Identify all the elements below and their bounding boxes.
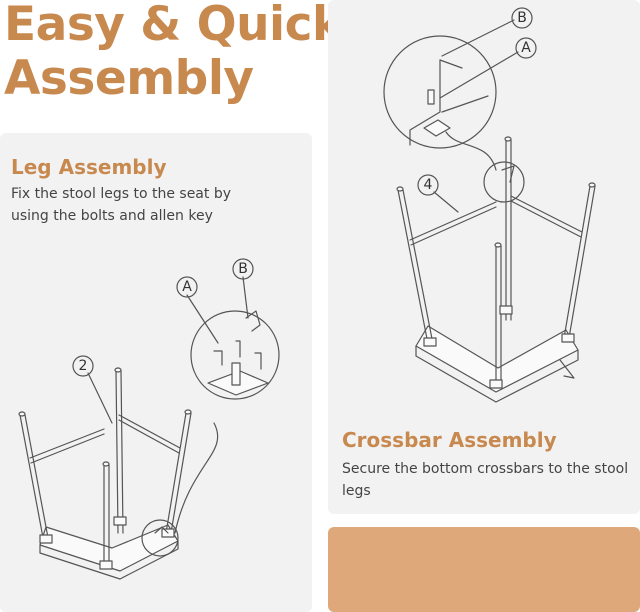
crossbar-assembly-title: Crossbar Assembly [342,428,557,452]
callout-2: 2 [72,355,113,424]
callout-4-right: 4 [417,174,459,213]
crossbars-right [409,195,583,246]
stool-legs [18,367,192,569]
leg-assembly-description: Fix the stool legs to the seat by using … [11,186,232,224]
callout-b-label: B [238,261,248,277]
callout-b-right: B [441,7,533,57]
accent-color-block [328,527,640,612]
crossbar-detail-circle [483,161,525,203]
corner-plates-right [423,305,575,389]
callout-b: B [232,258,254,319]
callout-a-label: A [182,279,192,295]
leg-assembly-title: Leg Assembly [11,155,167,179]
page-headline: Easy & Quick Assembly [4,0,343,106]
crossbars [29,414,181,464]
callout-a: A [176,276,219,344]
detail-connector-line [174,422,219,534]
crossbar-assembly-panel: B A 4 Crossbar Assembly Secure the botto… [328,0,640,514]
headline-line-2: Assembly [4,51,254,106]
crossbar-assembly-diagram: B A 4 [383,7,596,403]
callout-2-label: 2 [79,358,88,374]
leg-assembly-diagram: A B 2 [18,258,280,580]
callout-a-right: A [439,37,537,99]
crossbar-bolt-magnifier [383,35,497,149]
stool-legs-right [396,136,596,381]
bolt-detail-magnifier [190,310,280,400]
callout-a-right-label: A [521,40,531,56]
headline-line-1: Easy & Quick [4,0,343,52]
corner-detail-circle [141,519,179,557]
leg-assembly-panel: Leg Assembly Fix the stool legs to the s… [0,133,312,612]
callout-b-right-label: B [517,10,527,26]
stool-seat-right [415,325,579,403]
callout-4-right-label: 4 [424,177,433,193]
crossbar-detail-connector [445,131,497,171]
crossbar-assembly-description: Secure the bottom crossbars to the stool… [342,461,629,499]
